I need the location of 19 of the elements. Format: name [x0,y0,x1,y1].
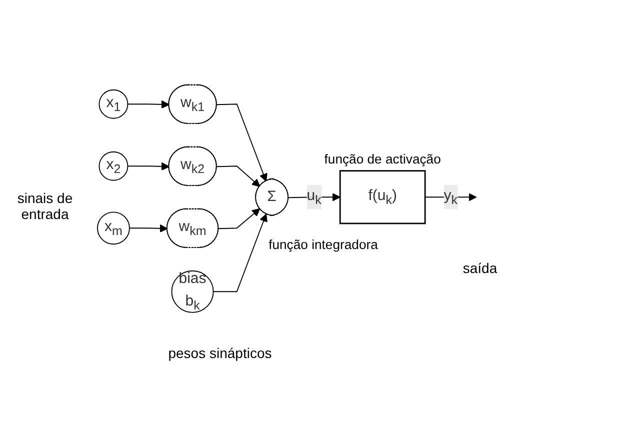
node-caption: função integradora [268,237,378,252]
node-circle: x$_{2}$ [98,151,128,181]
arrow [212,214,268,292]
text-label: sinais de entrada [16,190,74,222]
node-circle: x$_{1}$ [98,89,128,119]
edge-label: y$_{k}$ [444,188,458,207]
node-caption: função de activação [324,151,441,166]
arrow [218,208,260,230]
arrow [216,104,268,182]
node-circle: bias b$_{k}$ [171,270,214,313]
node-box: f(u$_{k}$) [339,170,426,224]
node-circle: x$_{m}$ [97,212,130,245]
arrow [216,166,260,187]
text-label: saída [462,260,498,276]
edge-label: u$_{k}$ [306,188,322,207]
text-label: pesos sinápticos [167,345,273,361]
arrow [127,100,170,109]
arrow [128,224,168,233]
arrow [127,162,170,171]
